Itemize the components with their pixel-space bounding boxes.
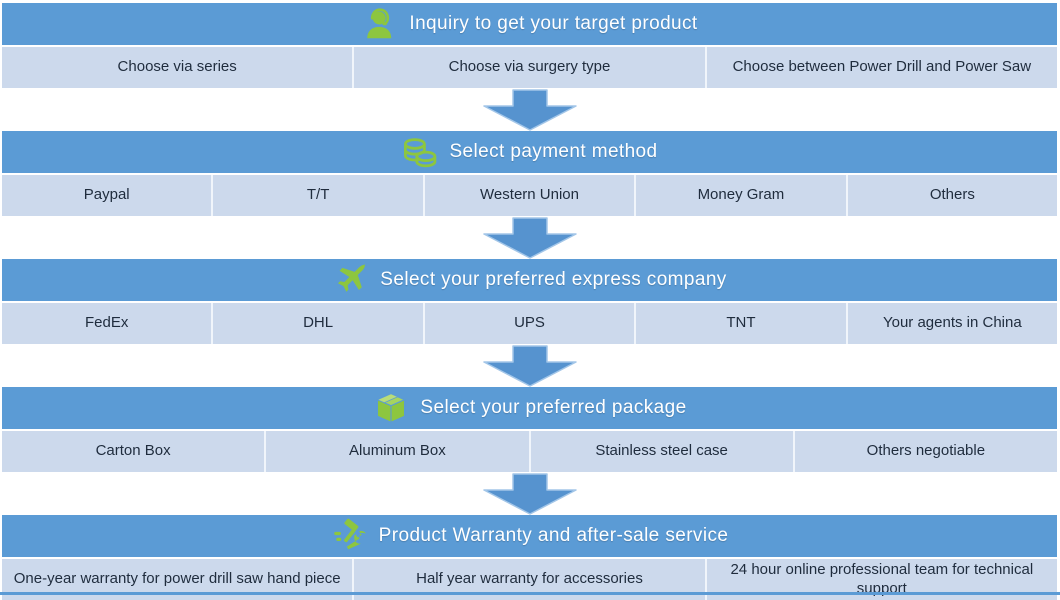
option-cell-payment-5: Others	[845, 175, 1057, 216]
option-cell-inquiry-2: Choose via surgery type	[352, 47, 704, 88]
option-cell-package-4: Others negotiable	[792, 431, 1057, 472]
down-arrow-icon	[482, 345, 577, 387]
section-title: Select payment method	[449, 141, 658, 162]
airplane-icon	[332, 261, 370, 299]
option-cell-payment-4: Money Gram	[634, 175, 845, 216]
flow-connector-3	[2, 344, 1057, 387]
options-row-inquiry: Choose via series Choose via surgery type…	[2, 47, 1057, 88]
flow-section-warranty: Product Warranty and after-sale service …	[2, 515, 1057, 600]
option-cell-express-2: DHL	[211, 303, 422, 344]
section-title: Select your preferred package	[420, 397, 687, 418]
flow-section-inquiry: Inquiry to get your target product Choos…	[2, 3, 1057, 88]
section-header-express: Select your preferred express company	[2, 259, 1057, 303]
section-header-inquiry: Inquiry to get your target product	[2, 3, 1057, 47]
flow-section-package: Select your preferred package Carton Box…	[2, 387, 1057, 472]
section-header-group: Select your preferred express company	[332, 261, 726, 299]
down-arrow-icon	[482, 473, 577, 515]
option-cell-warranty-1: One-year warranty for power drill saw ha…	[13, 570, 341, 588]
option-cell-package-2: Aluminum Box	[264, 431, 528, 472]
flow-connector-1	[2, 88, 1057, 131]
bottom-accent-bar	[0, 592, 1060, 595]
section-title: Product Warranty and after-sale service	[378, 525, 729, 546]
section-header-package: Select your preferred package	[2, 387, 1057, 431]
section-header-warranty: Product Warranty and after-sale service	[2, 515, 1057, 559]
down-arrow-icon	[482, 217, 577, 259]
section-header-group: Select payment method	[401, 133, 657, 171]
process-flow-diagram: Inquiry to get your target product Choos…	[2, 3, 1057, 600]
option-cell-payment-1: Paypal	[83, 186, 130, 204]
section-title: Inquiry to get your target product	[409, 13, 698, 34]
tools-icon	[331, 517, 369, 555]
option-cell-express-4: TNT	[634, 303, 845, 344]
section-header-payment: Select payment method	[2, 131, 1057, 175]
option-cell-inquiry-3: Choose between Power Drill and Power Saw	[704, 47, 1057, 88]
option-cell-express-3: UPS	[422, 303, 634, 344]
option-cell-payment-3: Western Union	[422, 175, 634, 216]
option-cell-package-1: Carton Box	[95, 442, 171, 460]
section-header-group: Inquiry to get your target product	[361, 5, 697, 43]
support-agent-icon	[361, 5, 399, 43]
flow-section-express: Select your preferred express company Fe…	[2, 259, 1057, 344]
option-cell-express-1: FedEx	[85, 314, 129, 332]
section-title: Select your preferred express company	[380, 269, 727, 290]
option-cell-payment-2: T/T	[211, 175, 422, 216]
section-header-group: Select your preferred package	[372, 389, 686, 427]
coins-icon	[401, 133, 439, 171]
down-arrow-icon	[482, 89, 577, 131]
option-cell-package-3: Stainless steel case	[528, 431, 793, 472]
section-header-group: Product Warranty and after-sale service	[331, 517, 729, 555]
flow-connector-4	[2, 472, 1057, 515]
package-box-icon	[372, 389, 410, 427]
option-cell-inquiry-1: Choose via series	[117, 58, 237, 76]
flow-connector-2	[2, 216, 1057, 259]
option-cell-warranty-2: Half year warranty for accessories	[352, 559, 704, 600]
option-cell-express-5: Your agents in China	[845, 303, 1057, 344]
